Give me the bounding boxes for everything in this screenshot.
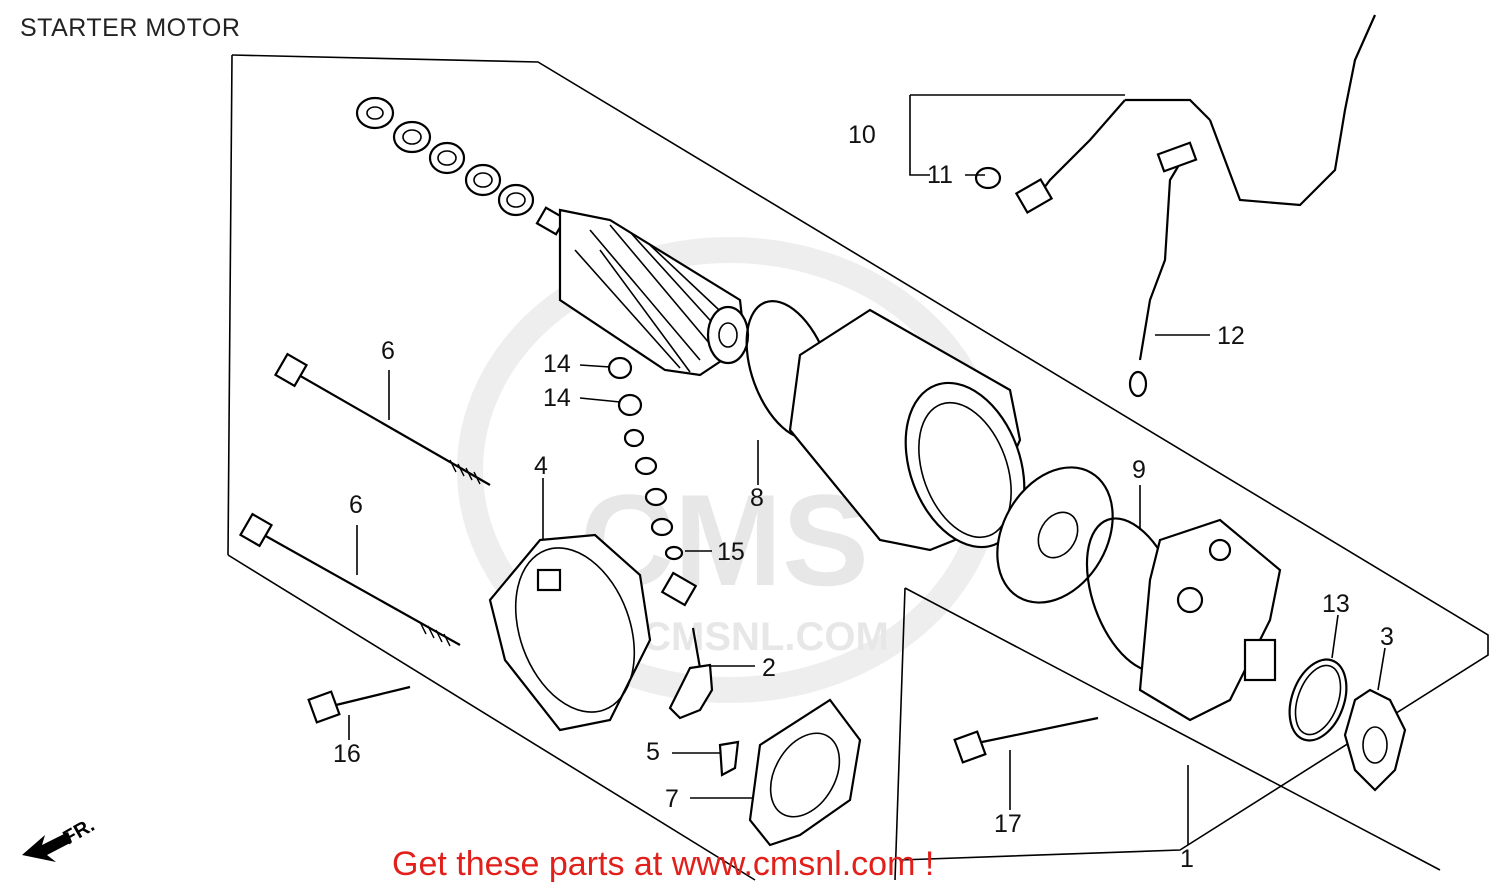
yoke-assembly	[745, 300, 1026, 552]
o-ring-and-gear	[1288, 658, 1407, 792]
callout-labels: 1 2 3 4 5 6 6 7 8 9 10 11 12 13 14 14 15…	[333, 121, 1394, 873]
callout-9: 9	[1132, 456, 1146, 484]
callout-14-upper: 14	[543, 350, 571, 378]
through-bolts	[238, 352, 491, 647]
callout-4: 4	[534, 452, 548, 480]
callout-17: 17	[994, 810, 1022, 838]
callout-13: 13	[1322, 590, 1350, 618]
callout-11: 11	[927, 161, 953, 189]
callout-6-upper: 6	[381, 337, 395, 365]
cables	[974, 14, 1377, 398]
mounting-bolts	[307, 685, 1099, 764]
leader-lines	[348, 94, 1386, 845]
callout-5: 5	[646, 738, 660, 766]
footer-banner[interactable]: Get these parts at www.cmsnl.com !	[392, 845, 935, 883]
page-title: STARTER MOTOR	[20, 14, 241, 42]
thrust-washers	[355, 96, 535, 217]
callout-2: 2	[762, 654, 776, 682]
callout-16: 16	[333, 740, 361, 768]
insulator-disc	[996, 466, 1114, 604]
terminal-bolt	[668, 627, 714, 720]
callout-3: 3	[1380, 623, 1394, 651]
callout-12: 12	[1217, 322, 1245, 350]
callout-1: 1	[1180, 845, 1194, 873]
callout-7: 7	[665, 785, 679, 813]
callout-15: 15	[717, 538, 745, 566]
callout-10: 10	[848, 121, 876, 149]
front-direction-arrow-icon: FR.	[22, 814, 98, 862]
brush-clip	[718, 740, 740, 777]
callout-14-lower: 14	[543, 384, 571, 412]
callout-6-lower: 6	[349, 491, 363, 519]
brush-plate	[748, 698, 862, 847]
terminal-hardware	[607, 356, 698, 607]
callout-8: 8	[750, 484, 764, 512]
front-cover	[1085, 517, 1282, 722]
assembly-frame	[227, 54, 1489, 881]
brush-holder	[488, 533, 652, 732]
